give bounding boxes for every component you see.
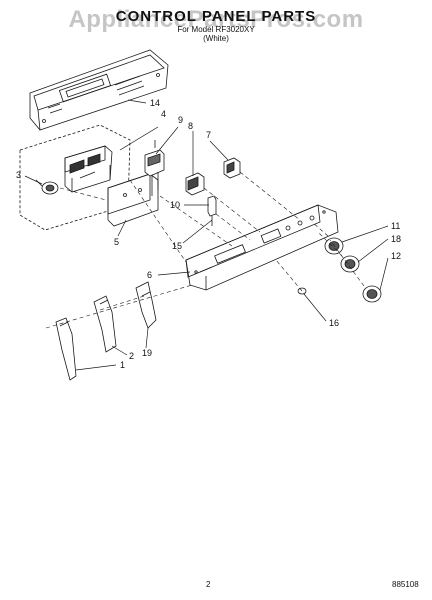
callout-9: 9 [178,115,183,125]
callouts: 14 4 9 7 3 8 10 5 15 11 18 12 6 16 2 19 … [16,98,401,370]
model-subtitle: For Model RF3020XY [177,25,255,34]
part-1-end-trim [55,317,77,381]
callout-18: 18 [391,234,401,244]
color-subtitle: (White) [203,34,229,43]
callout-6: 6 [147,270,152,280]
part-7-indicator [223,157,241,179]
callout-7: 7 [206,130,211,140]
callout-2: 2 [129,351,134,361]
watermark: AppliancePartsPros.com [68,6,364,33]
part-14-rear-panel [29,49,169,131]
callout-8: 8 [188,121,193,131]
callout-14: 14 [150,98,160,108]
part-3-clip [35,179,59,195]
callout-1: 1 [120,360,125,370]
callout-19: 19 [142,348,152,358]
part-9-switch [144,140,165,196]
part-18-knob [340,255,360,273]
document-number: 885108 [392,580,419,589]
callout-12: 12 [391,251,401,261]
leader-lines [24,99,389,371]
part-10-clip [207,195,217,226]
callout-16: 16 [329,318,339,328]
part-5-bracket [107,173,159,227]
part-11-knob [324,237,344,255]
callout-3: 3 [16,170,21,180]
callout-15: 15 [172,241,182,251]
part-19-end-cap [135,281,157,329]
part-4-switch-block [19,124,131,231]
part-8-switch [185,172,205,196]
part-2-side-trim [93,295,117,353]
part-12-knob [362,285,382,303]
part-6-control-panel [185,204,339,291]
callout-10: 10 [170,200,180,210]
callout-5: 5 [114,237,119,247]
callout-4: 4 [161,109,166,119]
page-number: 2 [206,580,211,589]
callout-11: 11 [391,221,400,231]
page-title: CONTROL PANEL PARTS [115,8,317,25]
assembly-lines [45,171,365,329]
